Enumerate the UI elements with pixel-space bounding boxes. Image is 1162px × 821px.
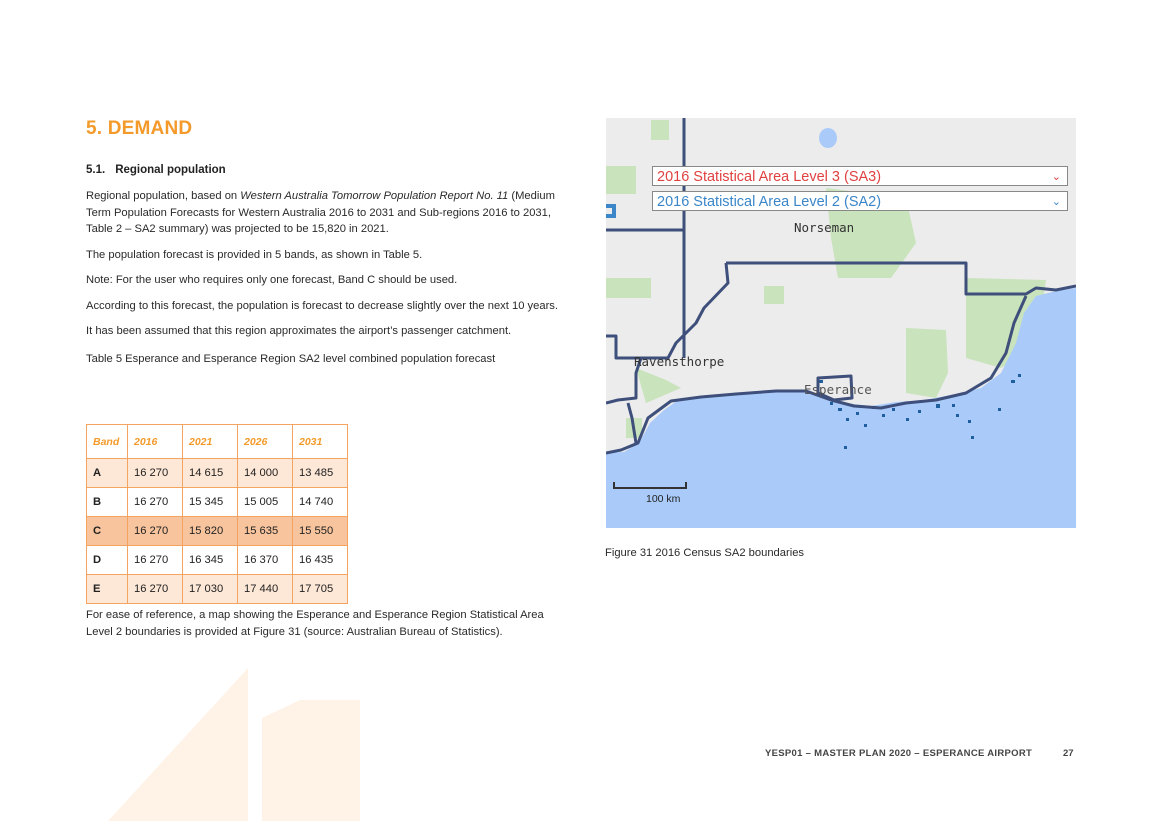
map-label-norseman: Norseman — [794, 220, 855, 235]
sa3-dropdown-label: 2016 Statistical Area Level 3 (SA3) — [657, 169, 882, 185]
page-number: 27 — [1063, 748, 1074, 759]
table-cell: 13 485 — [292, 458, 348, 488]
page-footer: YESP01 – MASTER PLAN 2020 – ESPERANCE AI… — [765, 748, 1033, 759]
paragraph-regional-population: Regional population, based on Western Au… — [86, 188, 561, 238]
table-cell: 16 370 — [237, 545, 293, 575]
subsection-heading: 5.1. Regional population — [86, 164, 561, 176]
main-text-column: 5. DEMAND 5.1. Regional population Region… — [86, 118, 561, 367]
table-caption: Table 5 Esperance and Esperance Region S… — [86, 352, 496, 365]
table-cell: 16 270 — [127, 487, 183, 517]
map-label-esperance: Esperance — [804, 382, 872, 397]
table-cell: 15 005 — [237, 487, 293, 517]
subsection-title: Regional population — [115, 164, 226, 176]
table-cell: 17 030 — [182, 574, 238, 604]
map-scale-label: 100 km — [646, 493, 681, 505]
table-header: 2021 — [182, 424, 238, 459]
paragraph-text: (Medium Term Population Forecasts for We… — [86, 190, 555, 235]
population-forecast-table: Band 2016 2021 2026 2031 A 16 270 14 615… — [86, 424, 348, 604]
table-cell: 16 270 — [127, 516, 183, 546]
map-label-ravensthorpe: Ravensthorpe — [634, 354, 725, 369]
table-header: 2016 — [127, 424, 183, 459]
table-cell: E — [86, 574, 128, 604]
table-row: B 16 270 15 345 15 005 14 740 — [86, 487, 348, 517]
table-cell: 16 270 — [127, 574, 183, 604]
sa2-dropdown-label: 2016 Statistical Area Level 2 (SA2) — [657, 194, 882, 210]
section-heading: 5. DEMAND — [86, 118, 193, 139]
paragraph-text: Regional population, based on — [86, 190, 241, 202]
chevron-down-icon: ⌄ — [1051, 196, 1061, 208]
table-cell: 15 635 — [237, 516, 293, 546]
table-cell: 16 345 — [182, 545, 238, 575]
paragraph-forecast: According to this forecast, the populati… — [86, 299, 558, 312]
report-title: Western Australia Tomorrow Population Re… — [240, 190, 509, 202]
table-cell: 16 270 — [127, 458, 183, 488]
table-row: D 16 270 16 345 16 370 16 435 — [86, 545, 348, 575]
table-row: A 16 270 14 615 14 000 13 485 — [86, 458, 348, 488]
table-header: 2026 — [237, 424, 293, 459]
sa2-layer-dropdown[interactable]: 2016 Statistical Area Level 2 (SA2) ⌄ — [652, 191, 1068, 211]
table-cell: 14 000 — [237, 458, 293, 488]
table-cell: 16 435 — [292, 545, 348, 575]
table-cell: 16 270 — [127, 545, 183, 575]
sa2-boundaries-map[interactable]: 2016 Statistical Area Level 3 (SA3) ⌄ 201… — [606, 118, 1076, 528]
table-cell: B — [86, 487, 128, 517]
table-cell: 15 820 — [182, 516, 238, 546]
paragraph-bands: The population forecast is provided in 5… — [86, 248, 423, 261]
table-row: C 16 270 15 820 15 635 15 550 — [86, 516, 348, 546]
paragraph-catchment: It has been assumed that this region app… — [86, 325, 512, 337]
map-canvas — [606, 118, 1076, 528]
table-cell: 17 705 — [292, 574, 348, 604]
table-cell: C — [86, 516, 128, 546]
table-header: Band — [86, 424, 128, 459]
figure-caption: Figure 31 2016 Census SA2 boundaries — [605, 547, 805, 559]
sa3-layer-dropdown[interactable]: 2016 Statistical Area Level 3 (SA3) ⌄ — [652, 166, 1068, 186]
table-header-row: Band 2016 2021 2026 2031 — [86, 424, 348, 459]
paragraph-note: Note: For the user who requires only one… — [86, 274, 458, 286]
chevron-down-icon: ⌄ — [1051, 171, 1061, 183]
table-cell: 15 345 — [182, 487, 238, 517]
table-cell: A — [86, 458, 128, 488]
table-header: 2031 — [292, 424, 348, 459]
paragraph-map-reference: For ease of reference, a map showing the… — [86, 609, 544, 638]
table-cell: 15 550 — [292, 516, 348, 546]
table-cell: 14 740 — [292, 487, 348, 517]
subsection-number: 5.1. — [86, 164, 106, 176]
table-cell: 14 615 — [182, 458, 238, 488]
table-cell: 17 440 — [237, 574, 293, 604]
table-row: E 16 270 17 030 17 440 17 705 — [86, 574, 348, 604]
table-cell: D — [86, 545, 128, 575]
